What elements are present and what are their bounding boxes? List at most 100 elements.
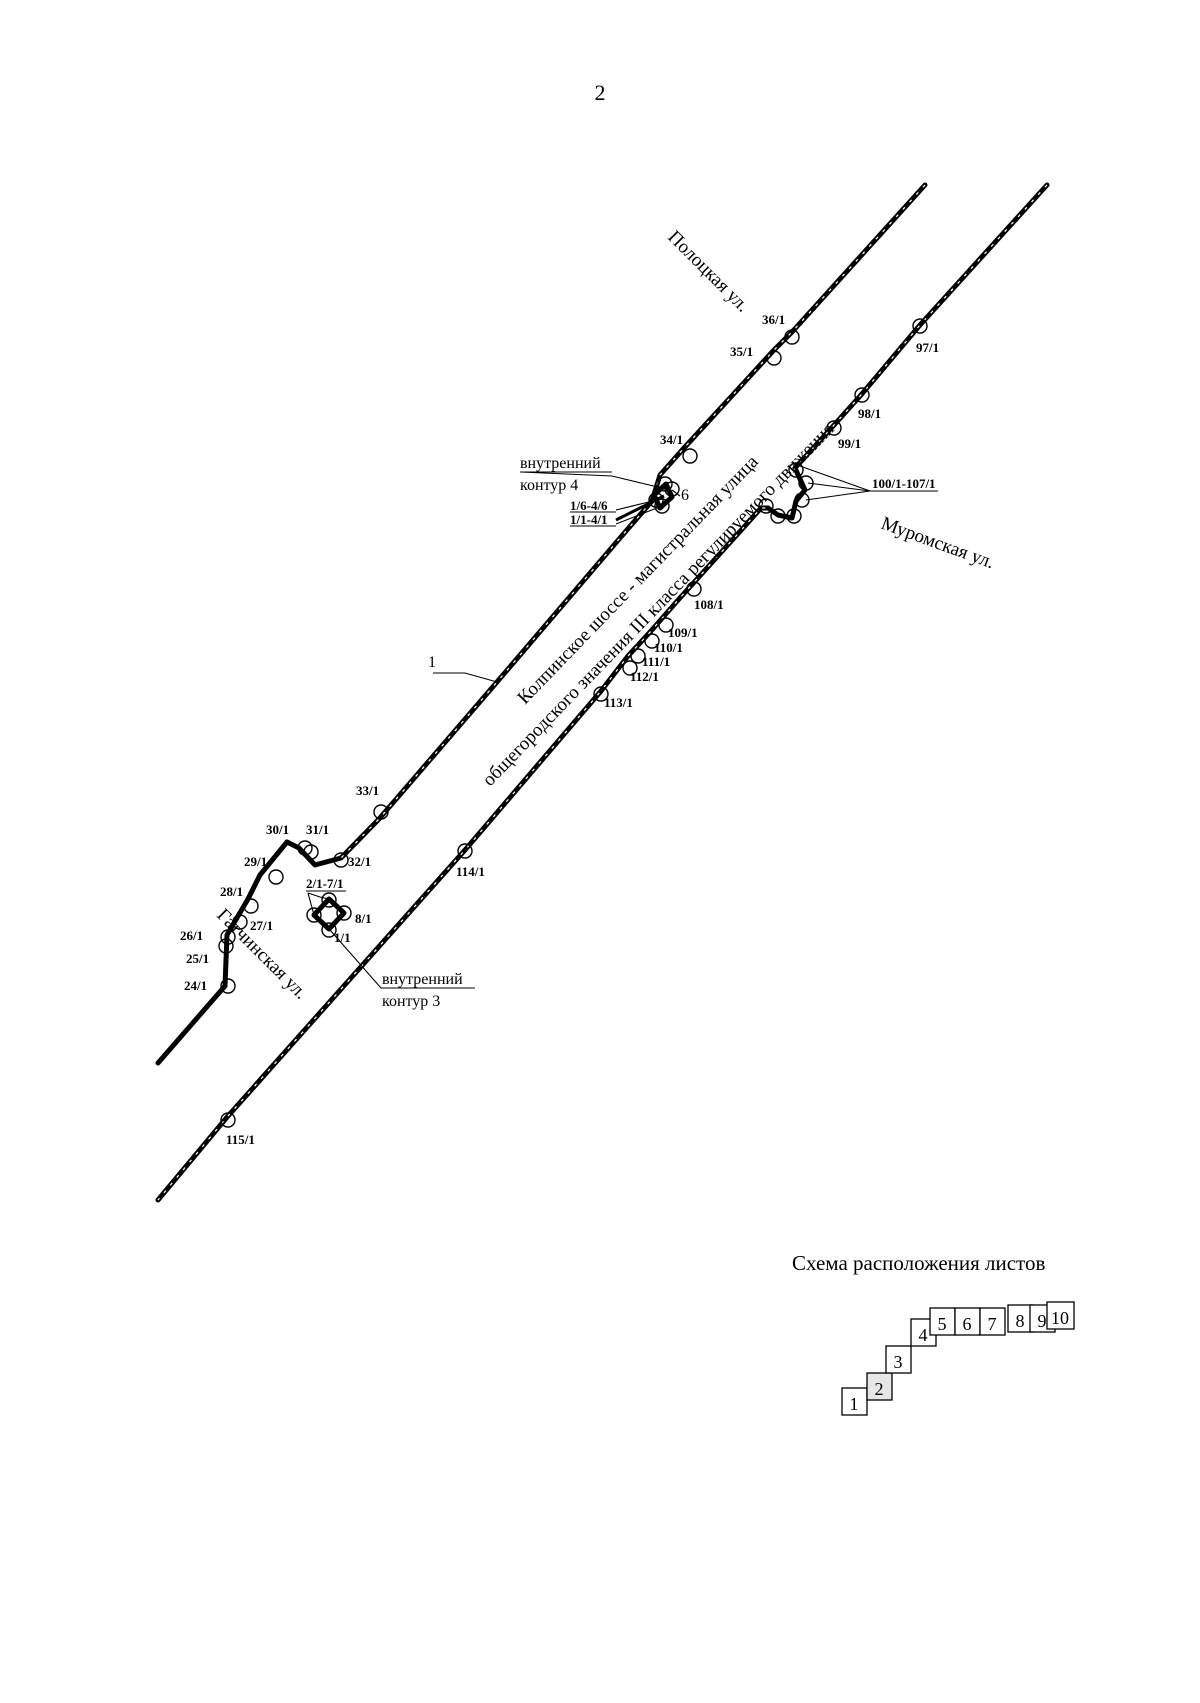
street-polotskaya: Полоцкая ул.: [663, 227, 753, 317]
vertex-104: [770, 508, 786, 524]
label-24-1: 24/1: [184, 978, 207, 993]
vertex-110: [644, 633, 660, 649]
boundary-lines: [155, 182, 1050, 1203]
sheet-label-4: 4: [919, 1325, 928, 1345]
label-99-1: 99/1: [838, 436, 861, 451]
vertex-32: [333, 852, 349, 868]
vertex-c3-a: [321, 892, 337, 908]
label-36-1: 36/1: [762, 312, 785, 327]
sheet-box-1: [841, 1387, 868, 1416]
label-100-107: 100/1-107/1: [872, 476, 936, 491]
sheet-box-7: [979, 1307, 1006, 1336]
sheet-label-9: 9: [1038, 1311, 1047, 1331]
vertex-112: [622, 660, 638, 676]
vertex-111: [630, 648, 646, 664]
contour3-label-line2: контур 3: [382, 993, 440, 1010]
leader-contour-1: [433, 672, 498, 683]
vertex-34: [682, 448, 698, 464]
contour4-label-line1: внутренний: [520, 455, 601, 472]
label-109-1: 109/1: [668, 625, 698, 640]
sheet-label-2: 2: [875, 1379, 884, 1399]
label-115-1: 115/1: [226, 1132, 255, 1147]
vertex-contour4-c: [648, 492, 664, 508]
sheet-box-2: [866, 1372, 893, 1401]
leader-lines: [307, 465, 938, 989]
vertex-113: [593, 686, 609, 702]
vertex-105: [758, 498, 774, 514]
vertex-99: [826, 420, 842, 436]
contour1-label: 1: [428, 654, 436, 671]
sheet-label-7: 7: [988, 1314, 997, 1334]
label-8-1: 8/1: [355, 911, 372, 926]
vertex-35: [766, 350, 782, 366]
vertex-98: [854, 387, 870, 403]
label-108-1: 108/1: [694, 597, 724, 612]
leader-2-7-b: [307, 892, 315, 916]
vertex-c3-c: [321, 922, 337, 938]
vertex-c3-d: [306, 907, 322, 923]
inner-contour-3: [311, 896, 347, 932]
label-31-1: 31/1: [306, 822, 329, 837]
leader-2-7: [307, 892, 330, 900]
vertex-27: [232, 914, 248, 930]
label-110-1: 110/1: [654, 640, 683, 655]
vertex-contour4-d: [654, 498, 670, 514]
vertex-28: [243, 898, 259, 914]
leader-11-41: [615, 505, 663, 525]
vertex-33: [373, 804, 389, 820]
lower-boundary-line: [155, 182, 1050, 1203]
leader-16-46: [615, 499, 658, 511]
page-number: 2: [595, 80, 606, 105]
sheet-box-10: [1046, 1301, 1075, 1330]
vertex-114: [457, 843, 473, 859]
vertex-36: [784, 329, 800, 345]
vertex-115: [220, 1112, 236, 1128]
label-114-1: 114/1: [456, 864, 485, 879]
label-111-1: 111/1: [642, 654, 670, 669]
vertex-31: [303, 844, 319, 860]
vertex-97: [912, 318, 928, 334]
label-34-1: 34/1: [660, 432, 683, 447]
label-28-1: 28/1: [220, 884, 243, 899]
vertex-103: [786, 508, 802, 524]
label-97-1: 97/1: [916, 340, 939, 355]
vertex-109: [658, 617, 674, 633]
street-muromskaya: Муромская ул.: [878, 513, 997, 573]
label-29-1: 29/1: [244, 854, 267, 869]
contour3-label-line1: внутренний: [382, 971, 463, 988]
label-1-1: 1/1: [334, 930, 351, 945]
scheme-title: Схема расположения листов: [792, 1251, 1045, 1275]
sheet-layout-scheme: Схема расположения листов 1 2 3 4 5 6 7 …: [792, 1251, 1075, 1416]
label-32-1: 32/1: [348, 854, 371, 869]
sheet-label-8: 8: [1016, 1311, 1025, 1331]
contour4-label-line2: контур 4: [520, 477, 578, 494]
vertex-c3-b: [336, 905, 352, 921]
sheet-label-1: 1: [850, 1394, 859, 1414]
label-27-1: 27/1: [250, 918, 273, 933]
vertex-markers: [218, 318, 928, 1128]
leader-100-107-c: [799, 465, 871, 492]
vertex-contour4-b: [664, 481, 680, 497]
label-113-1: 113/1: [604, 695, 633, 710]
sheet-label-10: 10: [1051, 1308, 1069, 1328]
upper-boundary-hatch: [340, 184, 926, 859]
sheet-label-3: 3: [894, 1352, 903, 1372]
vertex-29: [268, 869, 284, 885]
point-labels: 36/1 35/1 34/1 1/6-4/6 1/1-4/1 97/1 98/1…: [180, 312, 939, 1147]
label-25-1: 25/1: [186, 951, 209, 966]
sheet-label-6: 6: [963, 1314, 972, 1334]
label-26-1: 26/1: [180, 928, 203, 943]
label-35-1: 35/1: [730, 344, 753, 359]
leader-6: [671, 489, 681, 497]
label-1-6-4-6: 1/6-4/6: [570, 498, 608, 513]
vertex-25: [218, 938, 234, 954]
contour6-label: 6: [681, 487, 689, 504]
leader-contour-4: [520, 471, 663, 489]
vertex-26: [220, 929, 236, 945]
label-1-1-4-1: 1/1-4/1: [570, 512, 608, 527]
label-112-1: 112/1: [630, 669, 659, 684]
vertex-24: [220, 978, 236, 994]
leader-100-107-b: [805, 490, 871, 501]
